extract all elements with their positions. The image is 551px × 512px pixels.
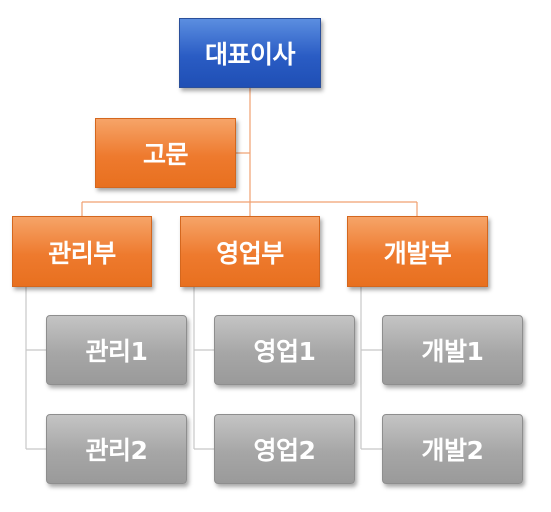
- advisor-box[interactable]: 고문: [95, 118, 236, 188]
- team-box-sales-2[interactable]: 영업2: [214, 414, 355, 484]
- department-label: 영업부: [216, 238, 284, 268]
- department-box-dev[interactable]: 개발부: [347, 216, 488, 287]
- team-box-dev-2[interactable]: 개발2: [382, 414, 523, 484]
- team-box-admin-1[interactable]: 관리1: [46, 315, 187, 385]
- department-label: 관리부: [48, 238, 116, 268]
- department-label: 개발부: [383, 238, 452, 268]
- team-box-admin-2[interactable]: 관리2: [46, 414, 187, 484]
- ceo-label: 대표이사: [204, 40, 296, 69]
- department-box-admin[interactable]: 관리부: [12, 216, 152, 287]
- team-label: 관리1: [85, 337, 148, 366]
- team-label: 개발1: [421, 337, 484, 366]
- team-label: 개발2: [421, 436, 484, 465]
- team-label: 영업2: [253, 436, 316, 465]
- team-label: 관리2: [85, 436, 148, 465]
- advisor-label: 고문: [142, 140, 189, 169]
- team-box-sales-1[interactable]: 영업1: [214, 315, 355, 385]
- team-box-dev-1[interactable]: 개발1: [382, 315, 523, 385]
- department-box-sales[interactable]: 영업부: [180, 216, 320, 287]
- ceo-box[interactable]: 대표이사: [179, 18, 321, 88]
- team-label: 영업1: [253, 337, 316, 366]
